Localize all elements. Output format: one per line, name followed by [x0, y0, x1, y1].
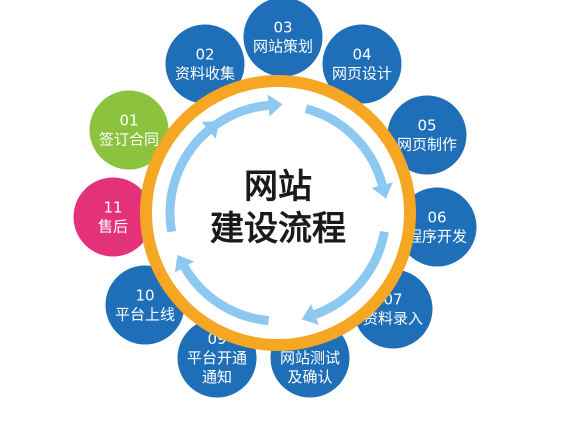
center-ring — [140, 75, 416, 351]
step-label: 资料收集 — [175, 65, 235, 83]
cycle-arrow-4 — [180, 264, 270, 326]
step-label: 售后 — [98, 218, 128, 236]
step-label: 平台上线 — [115, 306, 175, 324]
cycle-arrow-5 — [165, 126, 212, 233]
cycle-arrow-head-icon — [371, 182, 393, 199]
step-label: 及确认 — [287, 368, 332, 386]
step-number: 01 — [119, 112, 138, 130]
step-number: 03 — [273, 19, 292, 37]
step-number: 05 — [417, 117, 436, 135]
step-label: 网页制作 — [397, 136, 457, 154]
step-label: 网站策划 — [253, 38, 313, 56]
step-label: 签订合同 — [99, 131, 159, 149]
center-title-line2: 建设流程 — [210, 209, 346, 249]
step-label: 资料录入 — [363, 310, 423, 328]
step-number: 02 — [195, 46, 214, 64]
center-title-line1: 网站 — [244, 167, 312, 207]
step-label: 网页设计 — [332, 65, 392, 83]
step-number: 04 — [352, 46, 371, 64]
step-label: 程序开发 — [407, 228, 467, 246]
center-ring-inner — [152, 87, 404, 339]
cycle-arrow-head-icon — [267, 94, 283, 117]
step-number: 06 — [427, 209, 446, 227]
cycle-arrow-3 — [313, 230, 389, 319]
cycle-arrow-head-icon — [201, 121, 220, 139]
center-title: 网站 建设流程 — [210, 167, 346, 249]
step-label: 网站测试 — [280, 349, 340, 367]
cycle-arrows — [165, 94, 393, 326]
step-number: 11 — [103, 199, 122, 217]
step-number: 10 — [135, 287, 154, 305]
cycle-arrow-head-icon — [174, 254, 194, 273]
step-label: 通知 — [202, 368, 232, 386]
step-label: 平台开通 — [187, 349, 247, 367]
cycle-arrow-head-icon — [301, 304, 319, 325]
cycle-arrow-2 — [304, 104, 387, 187]
